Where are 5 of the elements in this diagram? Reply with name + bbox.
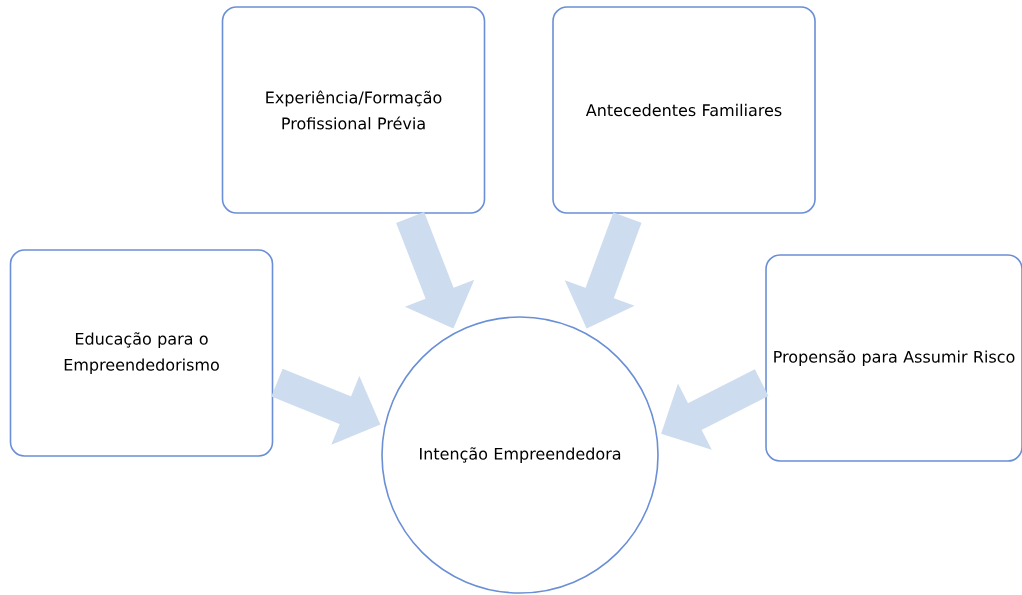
rounded-box: Educação para o Empreendedorismo: [9, 249, 274, 457]
circle-node: Intenção Empreendedora: [381, 316, 659, 594]
rounded-box: Propensão para Assumir Risco: [765, 254, 1022, 462]
rounded-box: Experiência/Formação Profissional Prévia: [221, 6, 486, 214]
rounded-box: Antecedentes Familiares: [552, 6, 816, 214]
